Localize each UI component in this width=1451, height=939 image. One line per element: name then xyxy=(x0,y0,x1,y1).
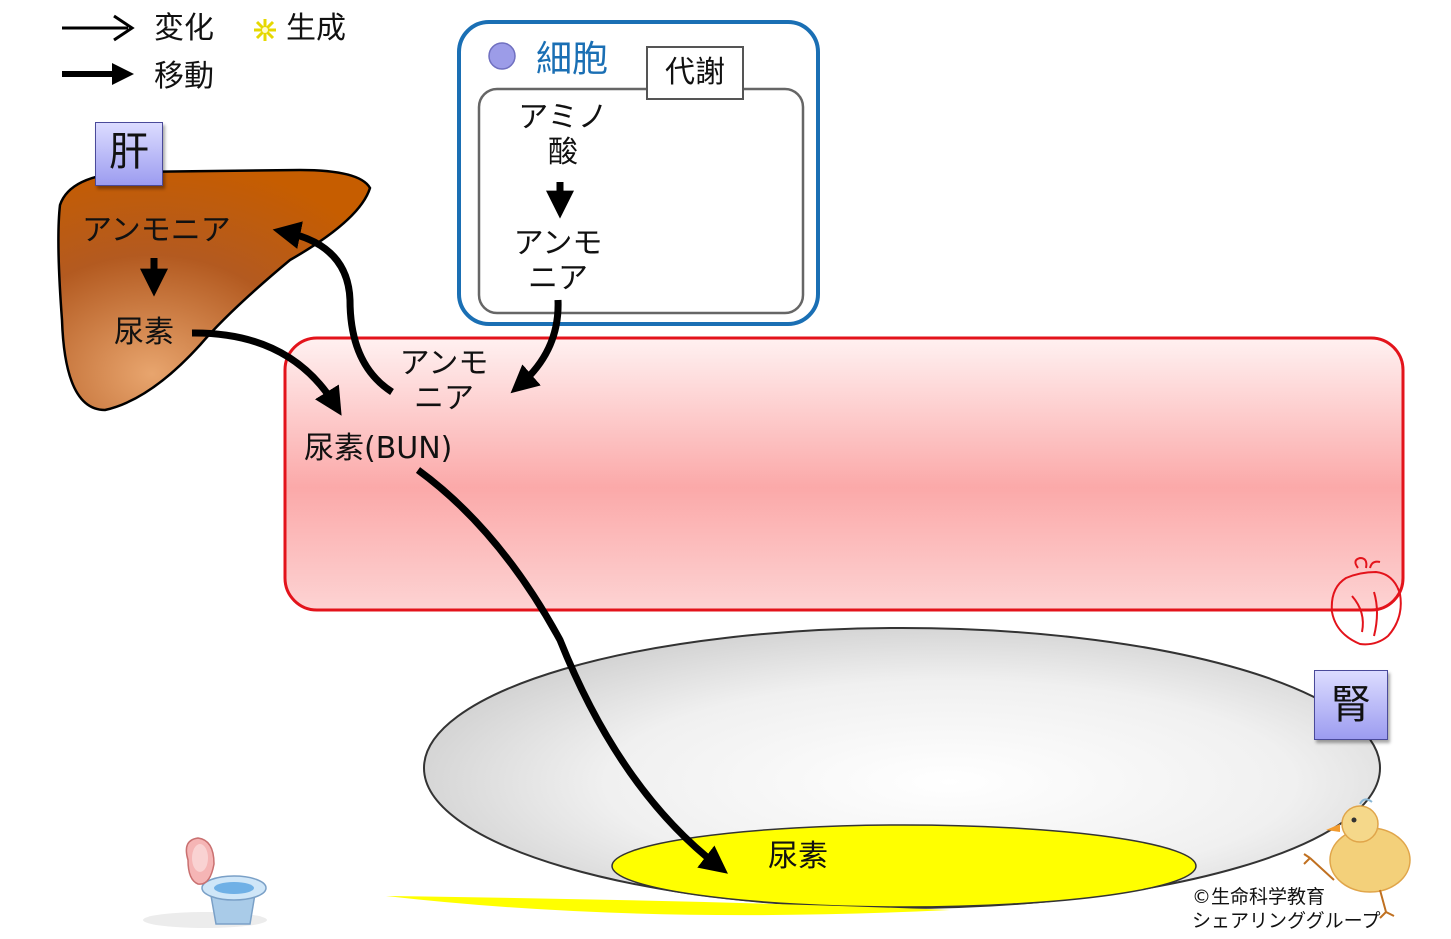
kidney-urea-label: 尿素 xyxy=(768,839,828,874)
blood-ammonia-label: アンモ ニア xyxy=(399,346,489,416)
cell-amino-acid-label: アミノ 酸 xyxy=(518,100,608,170)
kidney-ellipse xyxy=(423,627,1381,909)
legend-change-label: 変化 xyxy=(154,11,214,46)
arrow-blood-to-kidney-urea xyxy=(415,467,728,874)
arrow-move-icon xyxy=(62,63,134,85)
credit-line2: シェアリンググループ xyxy=(1192,910,1381,932)
urine-ellipse xyxy=(611,824,1197,908)
cell-inner-box xyxy=(477,87,805,315)
legend-move-label: 移動 xyxy=(154,59,214,94)
arrow-blood-ammonia-to-liver xyxy=(272,221,394,395)
heart-icon xyxy=(1330,556,1402,646)
toilet-icon xyxy=(143,837,267,928)
metabolism-box: 代謝 xyxy=(646,46,744,100)
cell-title: 細胞 xyxy=(536,39,609,80)
legend-generate-label: 生成 xyxy=(286,11,346,46)
blood-vessel-band xyxy=(283,336,1405,612)
cell-ammonia-label: アンモ ニア xyxy=(513,226,603,296)
sparkle-icon xyxy=(254,19,276,41)
chick-icon xyxy=(1303,798,1411,919)
arrow-change-icon xyxy=(62,14,135,42)
cell-dot-icon xyxy=(488,42,516,70)
urine-stream xyxy=(386,896,950,916)
kidney-label-badge: 腎 xyxy=(1314,670,1388,740)
blood-bun-label: 尿素(BUN) xyxy=(304,431,453,466)
liver-urea-label: 尿素 xyxy=(114,315,174,350)
credit-line1: ©生命科学教育 xyxy=(1192,886,1326,908)
arrow-liver-urea-to-blood xyxy=(191,329,342,416)
liver-ammonia-label: アンモニア xyxy=(82,213,231,248)
liver-label-badge: 肝 xyxy=(95,122,163,186)
arrow-cell-to-blood-ammonia xyxy=(510,299,562,394)
